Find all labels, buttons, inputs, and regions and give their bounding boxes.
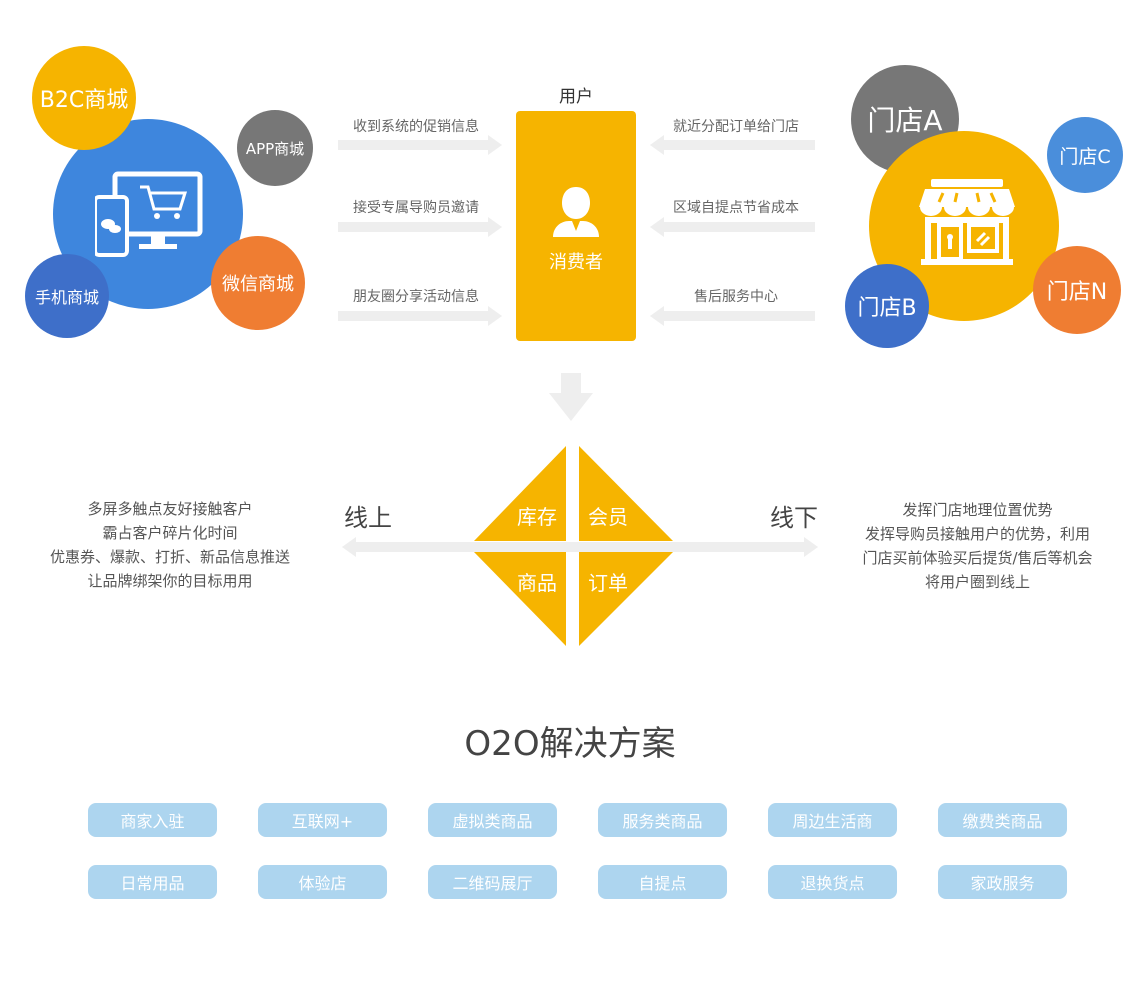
mobile-mall-circle: 手机商城	[25, 254, 109, 338]
right-arrow-line-1	[664, 140, 815, 150]
wechat-mall-circle: 微信商城	[211, 236, 305, 330]
diamond-bottom-right	[579, 552, 673, 646]
offline-description: 发挥门店地理位置优势 发挥导购员接触用户的优势，利用 门店买前体验买后提货/售后…	[840, 498, 1115, 594]
right-arrow-head-icon	[488, 135, 502, 155]
diamond-top-right	[579, 446, 673, 541]
left-arrow-head-icon	[650, 217, 664, 237]
right-arrow-label-3: 售后服务中心	[694, 289, 778, 305]
right-arrow-label-2: 区域自提点节省成本	[673, 200, 799, 216]
right-arrow-head-icon	[488, 306, 502, 326]
left-arrow-line-1	[338, 140, 488, 150]
right-arrow-line-3	[664, 311, 815, 321]
left-arrow-head-icon	[342, 537, 356, 557]
member-label: 会员	[588, 505, 628, 529]
right-arrow-label-1: 就近分配订单给门店	[673, 119, 799, 135]
down-arrow-stem	[561, 373, 581, 393]
store-b-circle: 门店B	[845, 264, 929, 348]
tag-item[interactable]: 周边生活商	[768, 803, 897, 837]
tag-item[interactable]: 日常用品	[88, 865, 217, 899]
offline-label: 线下	[770, 504, 818, 532]
offline-line: 发挥门店地理位置优势	[902, 501, 1053, 519]
left-arrow-line-3	[338, 311, 488, 321]
diamond-bottom-left	[474, 552, 566, 646]
tag-item[interactable]: 互联网+	[258, 803, 387, 837]
tag-item[interactable]: 自提点	[598, 865, 727, 899]
left-arrow-label-2: 接受专属导购员邀请	[353, 200, 479, 216]
left-arrow-label-3: 朋友圈分享活动信息	[353, 289, 479, 305]
consumer-label: 消费者	[549, 252, 603, 273]
online-description: 多屏多触点友好接触客户 霸占客户碎片化时间 优惠券、爆款、打折、新品信息推送 让…	[30, 497, 310, 593]
online-line: 让品牌绑架你的目标用用	[87, 572, 253, 590]
right-arrow-line-2	[664, 222, 815, 232]
o2o-diamond	[474, 446, 673, 646]
tag-item[interactable]: 二维码展厅	[428, 865, 557, 899]
right-arrow-head-icon	[488, 217, 502, 237]
storefront-icon	[918, 179, 1016, 265]
online-offline-line	[356, 542, 804, 552]
left-arrow-head-icon	[650, 306, 664, 326]
store-c-circle: 门店C	[1047, 117, 1123, 193]
online-line: 多屏多触点友好接触客户	[87, 500, 253, 518]
tag-item[interactable]: 服务类商品	[598, 803, 727, 837]
diamond-top-left	[474, 446, 566, 541]
tag-item[interactable]: 缴费类商品	[938, 803, 1067, 837]
app-mall-circle: APP商城	[237, 110, 313, 186]
consumer-box: 消费者	[516, 111, 636, 341]
right-arrow-head-icon	[804, 537, 818, 557]
inventory-label: 库存	[517, 505, 557, 529]
page-title: O2O解决方案	[464, 724, 676, 764]
online-line: 优惠券、爆款、打折、新品信息推送	[49, 548, 290, 566]
online-label: 线上	[344, 504, 392, 532]
down-arrow-icon	[549, 393, 593, 421]
tag-item[interactable]: 商家入驻	[88, 803, 217, 837]
devices-shopping-icon	[95, 171, 203, 257]
online-line: 霸占客户碎片化时间	[102, 524, 238, 542]
left-arrow-label-1: 收到系统的促销信息	[353, 119, 479, 135]
tag-item[interactable]: 体验店	[258, 865, 387, 899]
tag-item[interactable]: 虚拟类商品	[428, 803, 557, 837]
person-icon	[553, 187, 599, 237]
tag-item[interactable]: 家政服务	[938, 865, 1067, 899]
store-main-circle	[869, 131, 1059, 321]
product-label: 商品	[517, 571, 557, 595]
store-n-circle: 门店N	[1033, 246, 1121, 334]
left-arrow-head-icon	[650, 135, 664, 155]
offline-line: 门店买前体验买后提货/售后等机会	[862, 549, 1093, 567]
offline-line: 发挥导购员接触用户的优势，利用	[864, 525, 1090, 543]
b2c-mall-circle: B2C商城	[32, 46, 136, 150]
tag-item[interactable]: 退换货点	[768, 865, 897, 899]
user-label: 用户	[559, 87, 593, 107]
order-label: 订单	[588, 571, 628, 595]
offline-line: 将用户圈到线上	[924, 573, 1030, 591]
left-arrow-line-2	[338, 222, 488, 232]
